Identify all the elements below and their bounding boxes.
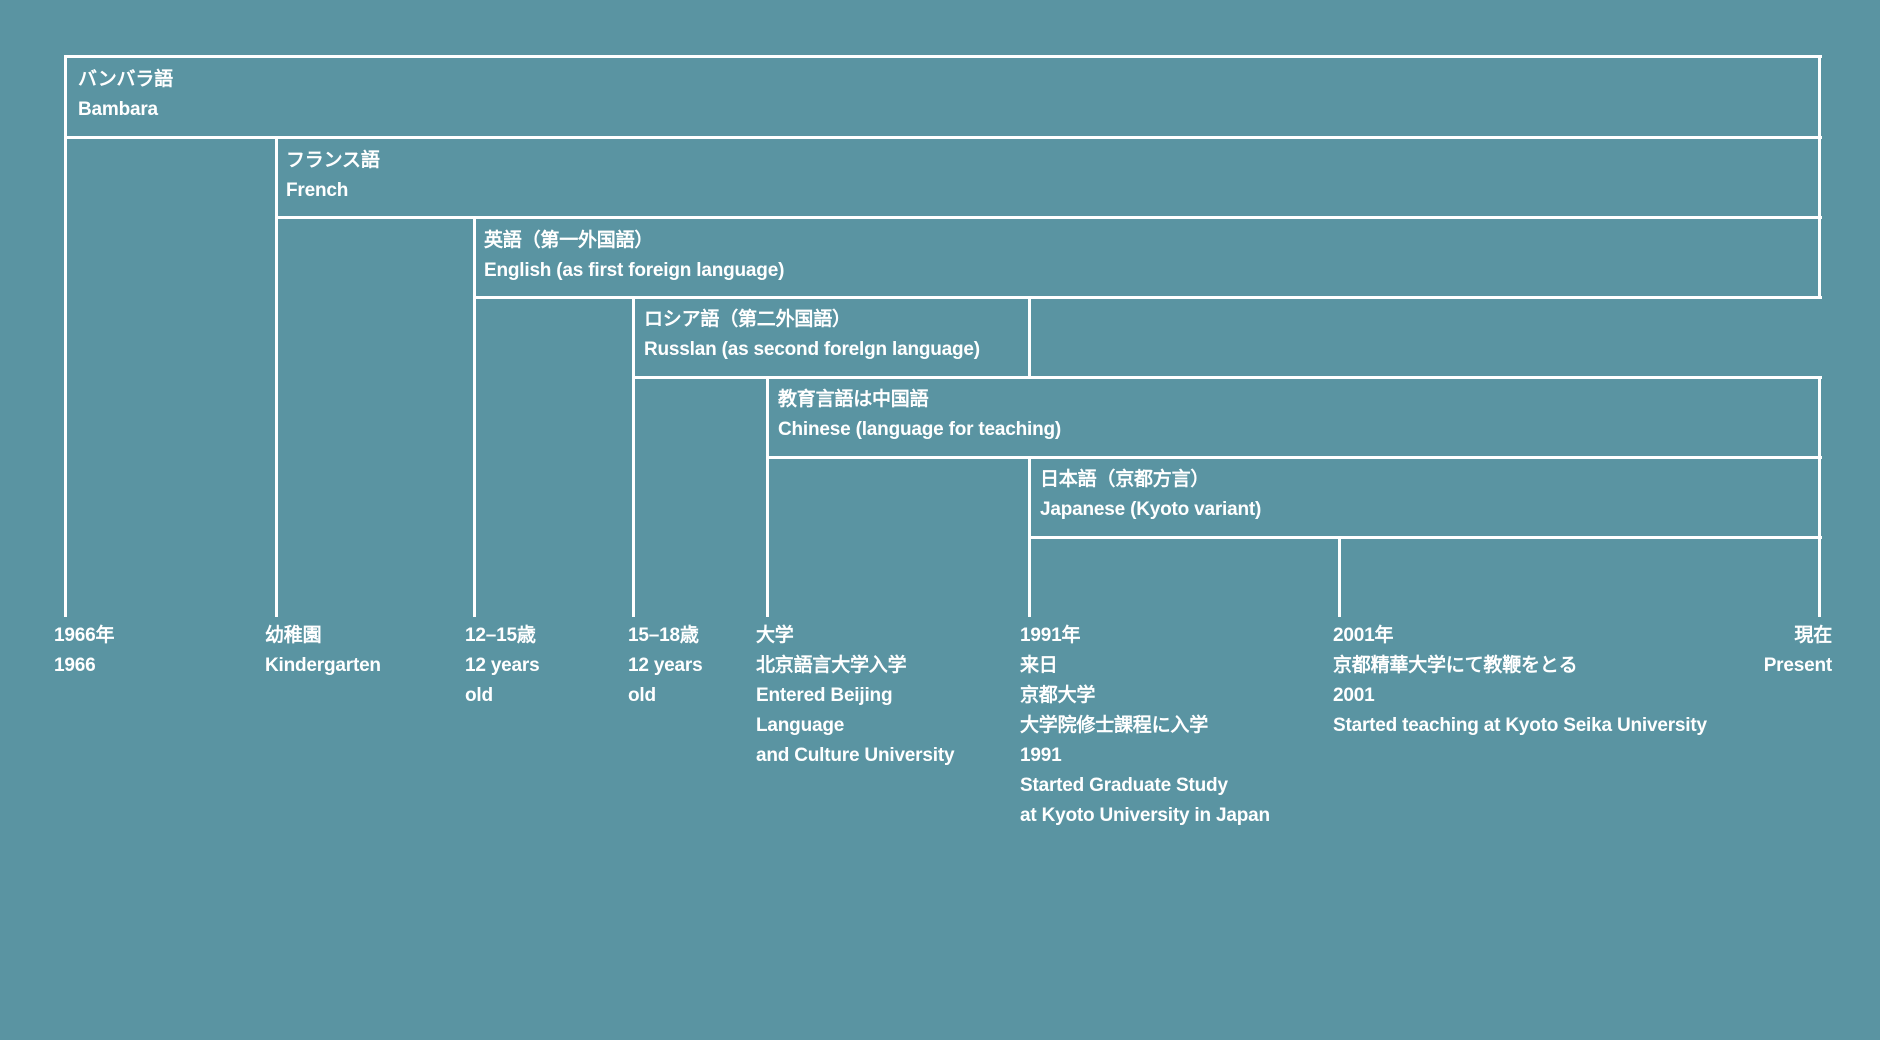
language-en: Bambara: [78, 99, 158, 120]
language-ja: ロシア語（第二外国語）: [644, 309, 851, 330]
label-line: 京都大学: [1020, 685, 1096, 706]
timeline-label-university: 大学 北京語言大学入学 Entered Beijing Language and…: [756, 621, 955, 771]
language-french: フランス語 French: [286, 146, 380, 206]
language-en: Japanese (Kyoto variant): [1040, 499, 1262, 520]
label-line: Started teaching at Kyoto Seika Universi…: [1333, 715, 1707, 736]
divider: [64, 136, 1822, 139]
label-line: 現在: [1794, 625, 1832, 646]
language-ja: 教育言語は中国語: [778, 389, 929, 410]
timeline-label-1966: 1966年 1966: [54, 621, 114, 681]
divider: [1818, 55, 1821, 299]
language-english: 英語（第一外国語） English (as first foreign lang…: [484, 226, 784, 286]
label-line: 1966年: [54, 625, 115, 646]
language-en: Chinese (language for teaching): [778, 419, 1062, 440]
label-line: 北京語言大学入学: [756, 655, 907, 676]
timeline-tick: [275, 136, 278, 617]
label-line: 2001年: [1333, 625, 1394, 646]
timeline-tick: [1338, 536, 1341, 617]
timeline-tick: [473, 216, 476, 617]
language-en: English (as first foreign language): [484, 260, 785, 281]
label-line: 1991: [1020, 745, 1062, 766]
divider: [632, 376, 1822, 379]
label-line: 12 years: [465, 655, 540, 676]
label-line: 12 years: [628, 655, 703, 676]
label-line: Started Graduate Study: [1020, 775, 1228, 796]
label-line: 1991年: [1020, 625, 1081, 646]
language-bambara: バンバラ語 Bambara: [78, 65, 173, 125]
label-line: at Kyoto University in Japan: [1020, 805, 1270, 826]
label-line: Language: [756, 715, 845, 736]
label-line: 1966: [54, 655, 96, 676]
language-en: Russlan (as second forelgn language): [644, 339, 980, 360]
divider: [473, 296, 1822, 299]
language-chinese: 教育言語は中国語 Chinese (language for teaching): [778, 385, 1061, 445]
divider: [766, 456, 1822, 459]
divider: [275, 216, 1822, 219]
language-russian: ロシア語（第二外国語） Russlan (as second forelgn l…: [644, 305, 980, 365]
timeline-tick: [766, 376, 769, 617]
label-line: 大学: [756, 625, 794, 646]
timeline-label-kindergarten: 幼稚園 Kindergarten: [265, 621, 381, 681]
label-line: 2001: [1333, 685, 1375, 706]
label-line: 来日: [1020, 655, 1058, 676]
timeline-tick: [632, 296, 635, 617]
label-line: old: [465, 685, 493, 706]
label-line: 幼稚園: [265, 625, 322, 646]
language-ja: 英語（第一外国語）: [484, 230, 654, 251]
label-line: Entered Beijing: [756, 685, 893, 706]
timeline-label-12-15: 12–15歳 12 years old: [465, 621, 540, 711]
label-line: old: [628, 685, 656, 706]
timeline-label-1991: 1991年 来日 京都大学 大学院修士課程に入学 1991 Started Gr…: [1020, 621, 1270, 831]
label-line: 大学院修士課程に入学: [1020, 715, 1209, 736]
language-japanese: 日本語（京都方言） Japanese (Kyoto variant): [1040, 465, 1261, 525]
timeline-label-present: 現在 Present: [1763, 621, 1833, 681]
label-line: Kindergarten: [265, 655, 381, 676]
timeline-tick: [1818, 376, 1821, 617]
language-ja: フランス語: [286, 150, 380, 171]
language-en: French: [286, 180, 349, 201]
divider: [1028, 296, 1031, 379]
timeline-tick: [1028, 456, 1031, 617]
label-line: 12–15歳: [465, 625, 536, 646]
language-ja: バンバラ語: [78, 69, 173, 90]
label-line: Present: [1763, 655, 1833, 676]
language-ja: 日本語（京都方言）: [1040, 469, 1210, 490]
timeline-tick: [64, 55, 67, 617]
timeline-label-15-18: 15–18歳 12 years old: [628, 621, 703, 711]
label-line: 15–18歳: [628, 625, 699, 646]
label-line: 京都精華大学にて教鞭をとる: [1333, 655, 1578, 676]
timeline-label-2001: 2001年 京都精華大学にて教鞭をとる 2001 Started teachin…: [1333, 621, 1707, 741]
label-line: and Culture University: [756, 745, 955, 766]
divider: [1028, 536, 1822, 539]
divider: [64, 55, 1822, 58]
